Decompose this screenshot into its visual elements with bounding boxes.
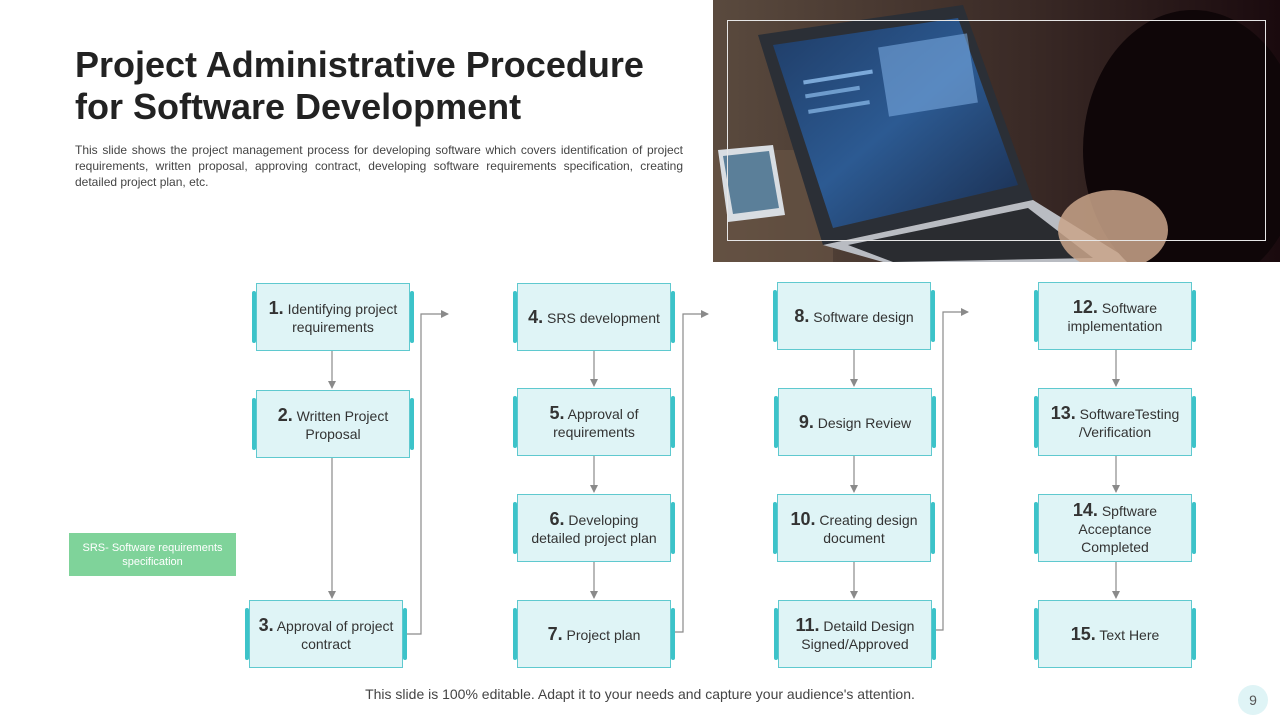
step-14-label: Spftware Acceptance Completed bbox=[1078, 502, 1158, 555]
step-11-box: 11. Detaild Design Signed/Approved bbox=[774, 600, 936, 668]
step-6-number: 6. bbox=[549, 508, 565, 529]
step-14-content: 14. Spftware Acceptance Completed bbox=[1047, 501, 1183, 556]
step-11-number: 11. bbox=[795, 614, 820, 635]
arrow-3-to-4 bbox=[406, 310, 449, 635]
step-3-label: Approval of project contract bbox=[276, 617, 394, 652]
step-6-content: 6. Developing detailed project plan bbox=[526, 510, 662, 547]
step-1-content: 1. Identifying project requirements bbox=[265, 299, 401, 336]
step-11-label: Detaild Design Signed/Approved bbox=[801, 617, 915, 652]
step-13-box: 13. SoftwareTesting /Verification bbox=[1034, 388, 1196, 456]
step-3-box: 3. Approval of project contract bbox=[245, 600, 407, 668]
srs-note: SRS- Software requirements specification bbox=[69, 533, 236, 576]
step-14-box: 14. Spftware Acceptance Completed bbox=[1034, 494, 1196, 562]
laptop-photo bbox=[713, 0, 1280, 262]
step-12-box: 12. Software implementation bbox=[1034, 282, 1196, 350]
step-10-content: 10. Creating design document bbox=[786, 510, 922, 547]
step-9-content: 9. Design Review bbox=[799, 413, 911, 432]
page-number-badge: 9 bbox=[1238, 685, 1268, 715]
step-2-content: 2. Written Project Proposal bbox=[265, 406, 401, 443]
step-7-label: Project plan bbox=[566, 626, 641, 643]
step-13-label: SoftwareTesting /Verification bbox=[1078, 405, 1180, 440]
step-1-label: Identifying project requirements bbox=[287, 300, 398, 335]
step-12-number: 12. bbox=[1072, 296, 1098, 317]
slide-footer: This slide is 100% editable. Adapt it to… bbox=[365, 686, 915, 702]
step-4-number: 4. bbox=[528, 306, 544, 327]
step-3-number: 3. bbox=[258, 614, 274, 635]
step-2-box: 2. Written Project Proposal bbox=[252, 390, 414, 458]
title-line-2: for Software Development bbox=[75, 86, 522, 127]
step-5-box: 5. Approval of requirements bbox=[513, 388, 675, 456]
step-10-label: Creating design document bbox=[819, 511, 918, 546]
step-12-label: Software implementation bbox=[1067, 299, 1163, 334]
step-1-number: 1. bbox=[268, 297, 284, 318]
step-6-box: 6. Developing detailed project plan bbox=[513, 494, 675, 562]
step-9-box: 9. Design Review bbox=[774, 388, 936, 456]
step-9-label: Design Review bbox=[817, 414, 912, 431]
step-10-number: 10. bbox=[790, 508, 816, 529]
step-7-number: 7. bbox=[547, 623, 563, 644]
step-7-box: 7. Project plan bbox=[513, 600, 675, 668]
step-15-content: 15. Text Here bbox=[1071, 625, 1160, 644]
step-2-number: 2. bbox=[277, 404, 293, 425]
step-5-content: 5. Approval of requirements bbox=[526, 404, 662, 441]
step-13-content: 13. SoftwareTesting /Verification bbox=[1047, 404, 1183, 441]
step-12-content: 12. Software implementation bbox=[1047, 298, 1183, 335]
step-4-label: SRS development bbox=[547, 309, 660, 326]
step-14-number: 14. bbox=[1072, 499, 1098, 520]
arrow-11-to-12 bbox=[935, 308, 969, 631]
step-4-box: 4. SRS development bbox=[513, 283, 675, 351]
step-15-label: Text Here bbox=[1099, 626, 1160, 643]
step-4-content: 4. SRS development bbox=[528, 308, 660, 327]
step-13-number: 13. bbox=[1050, 402, 1076, 423]
step-2-label: Written Project Proposal bbox=[296, 407, 389, 442]
step-6-label: Developing detailed project plan bbox=[531, 511, 657, 546]
step-5-number: 5. bbox=[549, 402, 565, 423]
step-7-content: 7. Project plan bbox=[548, 625, 641, 644]
slide-title: Project Administrative Procedure for Sof… bbox=[75, 44, 695, 128]
step-8-box: 8. Software design bbox=[773, 282, 935, 350]
step-3-content: 3. Approval of project contract bbox=[258, 616, 394, 653]
step-9-number: 9. bbox=[798, 411, 814, 432]
step-10-box: 10. Creating design document bbox=[773, 494, 935, 562]
slide-description: This slide shows the project management … bbox=[75, 143, 683, 189]
step-8-content: 8. Software design bbox=[794, 307, 913, 326]
title-line-1: Project Administrative Procedure bbox=[75, 44, 644, 85]
step-8-number: 8. bbox=[794, 305, 810, 326]
step-1-box: 1. Identifying project requirements bbox=[252, 283, 414, 351]
step-5-label: Approval of requirements bbox=[553, 405, 639, 440]
arrow-7-to-8 bbox=[675, 310, 709, 633]
step-15-number: 15. bbox=[1070, 623, 1096, 644]
step-15-box: 15. Text Here bbox=[1034, 600, 1196, 668]
step-11-content: 11. Detaild Design Signed/Approved bbox=[787, 616, 923, 653]
step-8-label: Software design bbox=[813, 308, 914, 325]
